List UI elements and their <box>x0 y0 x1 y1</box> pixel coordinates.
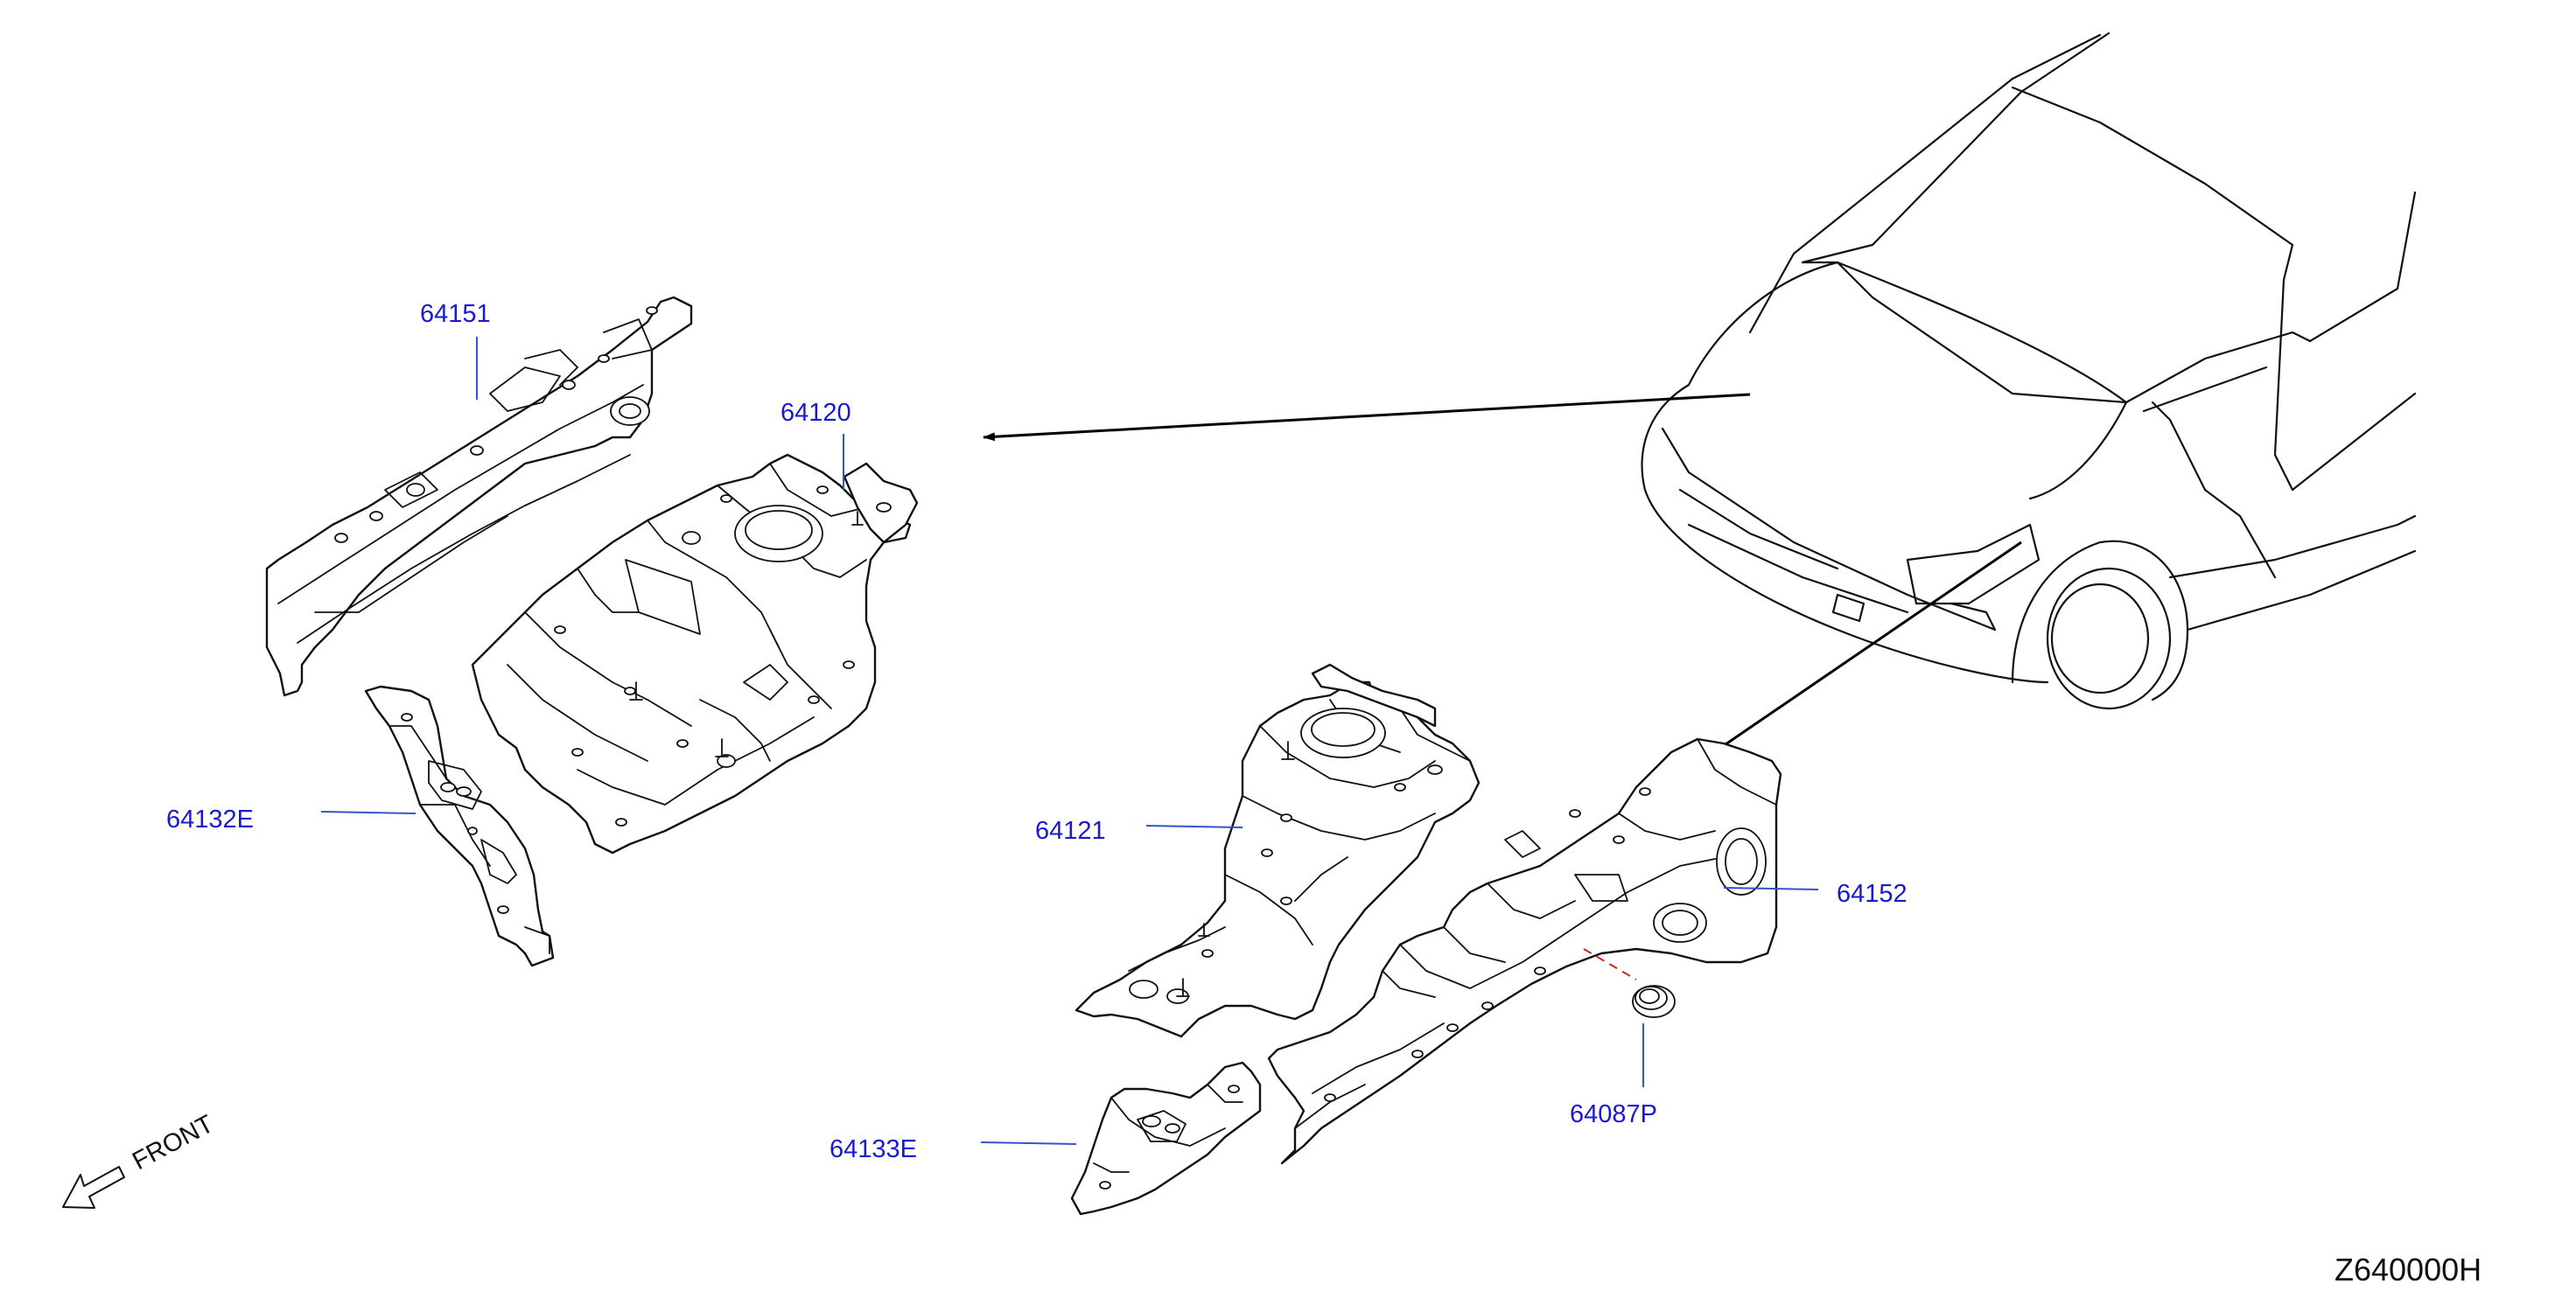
callout-64120[interactable]: 64120 <box>780 399 851 427</box>
callout-64087P[interactable]: 64087P <box>1570 1100 1657 1128</box>
leader-64133E <box>980 1141 1077 1145</box>
hidden-line <box>1583 948 1637 980</box>
diagram-code: Z640000H <box>2334 1252 2482 1288</box>
part-64120-housing <box>471 453 919 855</box>
callout-64121[interactable]: 64121 <box>1035 817 1106 845</box>
pointer-arrow-upper <box>983 393 1751 442</box>
callout-64133E[interactable]: 64133E <box>830 1135 917 1163</box>
callout-64132E[interactable]: 64132E <box>166 806 254 834</box>
pointer-arrow-lower <box>1711 541 2022 756</box>
part-64152-rail <box>1267 737 1782 1165</box>
front-indicator: FRONT <box>62 1110 219 1209</box>
part-64151-rail <box>265 296 693 697</box>
leader-64132E <box>320 811 416 814</box>
callout-64151[interactable]: 64151 <box>420 300 491 328</box>
callout-labels: 64151 64120 64132E 64121 64152 64133E 64… <box>166 300 1908 1163</box>
front-direction-arrow-icon <box>62 1166 125 1209</box>
leader-64152 <box>1723 887 1819 890</box>
vehicle-outline <box>1641 31 2417 710</box>
front-label: FRONT <box>128 1110 218 1176</box>
part-64087P-plug <box>1632 985 1676 1018</box>
part-64133E-bracket <box>1070 1061 1262 1216</box>
leader-64121 <box>1145 825 1243 828</box>
leader-lines <box>320 337 1819 1145</box>
part-64132E-bracket <box>364 685 555 967</box>
callout-64152[interactable]: 64152 <box>1837 880 1908 908</box>
part-64121-housing <box>1074 663 1480 1038</box>
